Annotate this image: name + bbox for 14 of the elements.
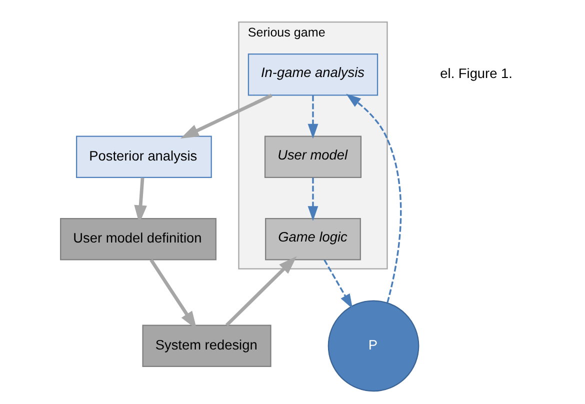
node-box: User model — [264, 136, 362, 178]
node-box: User model definition — [60, 218, 216, 260]
node-box: Game logic — [264, 218, 360, 260]
arrow — [323, 259, 352, 309]
arrow — [224, 256, 296, 326]
arrow — [307, 178, 318, 222]
node-box: System redesign — [142, 324, 271, 368]
arrow — [180, 94, 272, 138]
label: el. Figure 1. — [440, 66, 512, 82]
node-circle: P — [327, 300, 419, 392]
node-box: Posterior analysis — [76, 136, 212, 178]
arrow — [346, 94, 402, 303]
node-box: In-game analysis — [247, 54, 378, 96]
arrow — [307, 96, 318, 139]
